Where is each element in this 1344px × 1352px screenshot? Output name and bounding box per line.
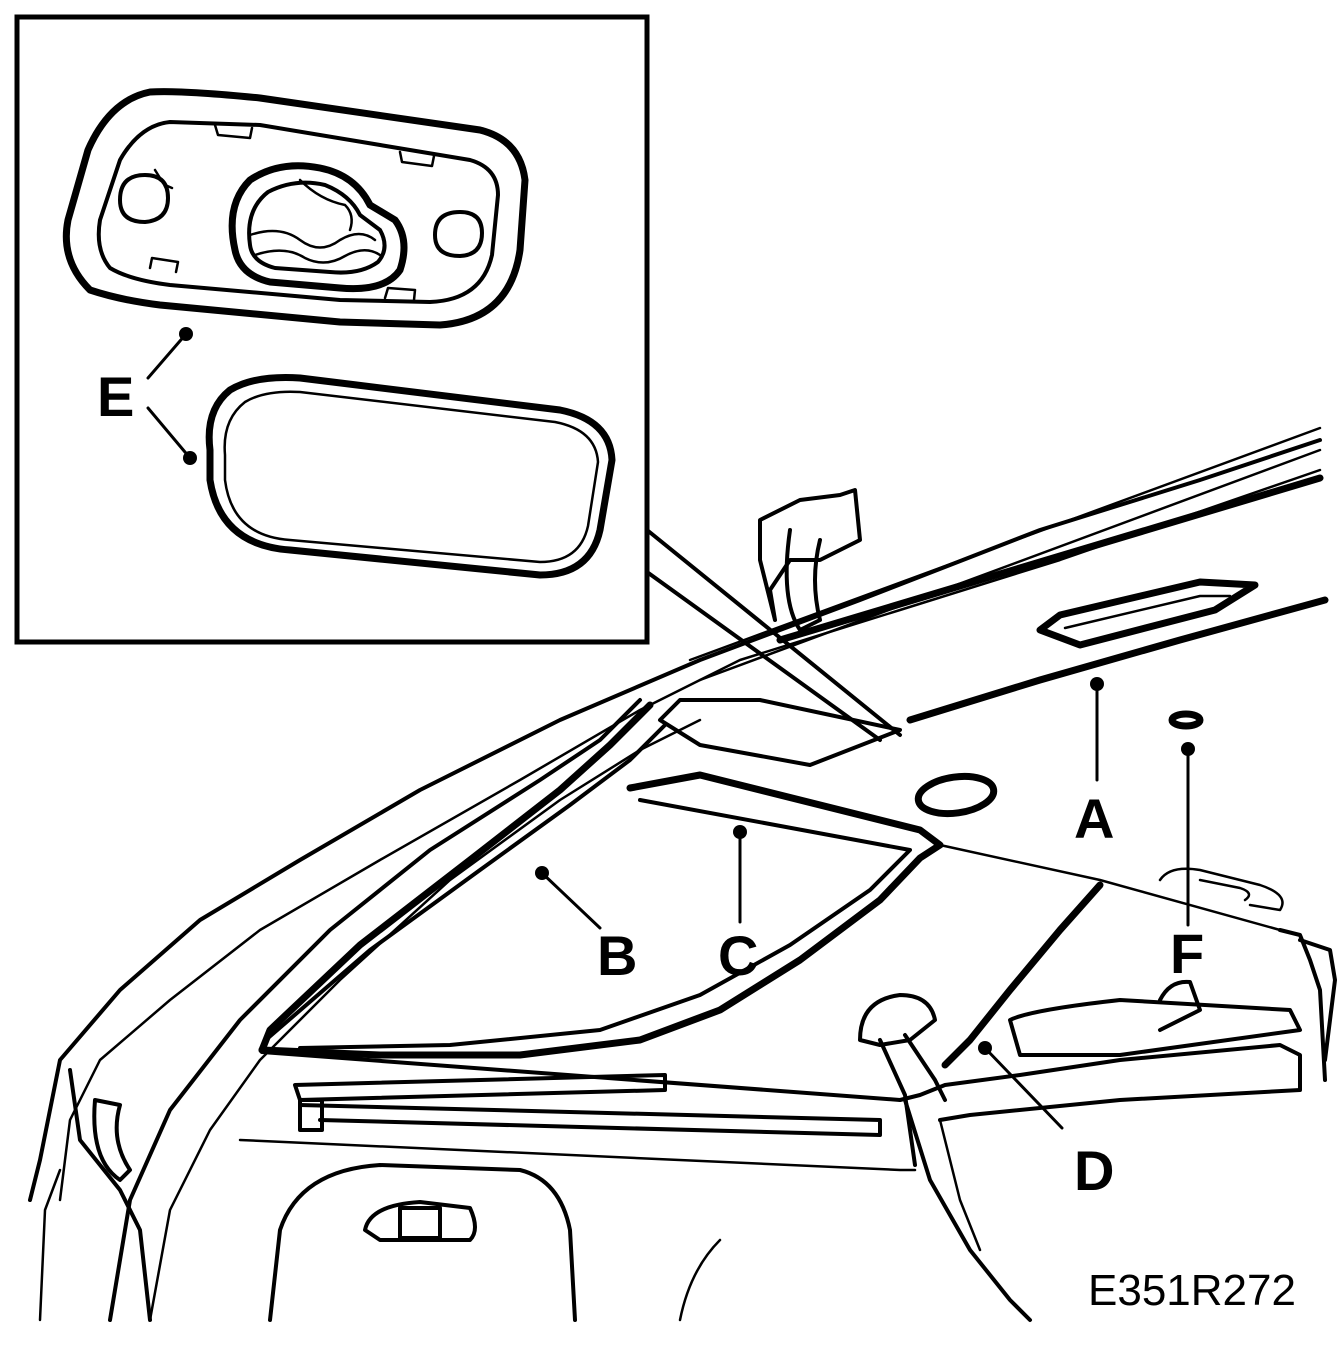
roof-slot-inner (1063, 594, 1232, 630)
rear-rail-bar (293, 1073, 667, 1102)
seat-handle (363, 1200, 477, 1242)
lamp-tab-top-left (213, 123, 254, 140)
leader-a-dot (1090, 677, 1104, 691)
callout-labels: E A F B C D (97, 365, 1204, 1202)
panel-d-edge (941, 881, 1104, 1069)
leader-e-upper-dot (179, 327, 193, 341)
inset-pointer (645, 528, 902, 742)
door-pillar-inner (938, 1118, 982, 1252)
roof-bracket-strap (784, 528, 822, 632)
leader-b (540, 871, 602, 930)
dome-lamp-opening (914, 772, 998, 818)
seat-handle-slot (398, 1206, 442, 1240)
screw-boss-left-rim (153, 168, 174, 190)
lamp-tab-bottom-right (383, 286, 417, 302)
clip-f (1168, 710, 1204, 730)
sun-visor-hinge (1158, 979, 1202, 1032)
lamp-tab-top-right (398, 150, 436, 168)
seat-back (268, 1163, 577, 1322)
sun-visor (1008, 998, 1302, 1057)
leader-d-dot (978, 1041, 992, 1055)
lamp-housing-inner (96, 120, 500, 304)
vehicle-interior-view (28, 426, 1337, 1322)
callout-f: F (1170, 922, 1204, 985)
bulb-socket-outer (228, 162, 408, 293)
leader-e-upper (146, 332, 188, 380)
lamp-housing-outer (62, 88, 529, 329)
roof-handle (1158, 867, 1284, 912)
door-frame (898, 1043, 1302, 1122)
bulb-wave-1 (248, 229, 377, 249)
visor-clip-left (858, 993, 937, 1047)
pointer-line-upper (645, 528, 902, 737)
callout-leaders (146, 327, 1195, 1130)
grab-handle (92, 1098, 132, 1182)
body-contour-inner (58, 468, 1322, 1202)
headliner-panel-outline (658, 698, 902, 767)
pointer-line-lower (645, 570, 882, 742)
visor-rod (878, 1033, 947, 1167)
headliner-front-edge (906, 596, 1329, 724)
side-contour (38, 1168, 62, 1322)
callout-b: B (597, 924, 637, 987)
rear-rail-rod (298, 1103, 882, 1137)
lamp-tab-bottom-left (148, 256, 180, 274)
bulb-wave-2 (253, 249, 382, 264)
panel-c-inner (298, 798, 912, 1050)
cargo-contour (678, 1238, 722, 1322)
callout-c: C (718, 924, 758, 987)
roof-bracket (758, 488, 862, 622)
a-pillar-edge (148, 718, 702, 1322)
reference-code: E351R272 (1088, 1266, 1296, 1315)
a-pillar-inner (108, 698, 642, 1322)
leader-f-dot (1181, 742, 1195, 756)
callout-d: D (1074, 1139, 1114, 1202)
rail-lower (238, 1138, 917, 1172)
screw-boss-right (433, 210, 484, 258)
leader-e-lower-dot (183, 451, 197, 465)
inset-detail (14, 14, 650, 645)
leader-c-dot (733, 825, 747, 839)
callout-a: A (1074, 787, 1114, 850)
rail-clip (298, 1098, 324, 1132)
a-pillar-outer (68, 1068, 152, 1322)
roof-seam (938, 843, 1282, 932)
roof-strip-3 (776, 474, 1324, 644)
roof-strip-2 (698, 448, 1322, 682)
screw-boss-left (118, 173, 170, 224)
lamp-lens-outer (205, 374, 616, 579)
lamp-lens-inner (223, 390, 600, 564)
callout-e: E (97, 365, 134, 428)
panel-b-inner (266, 723, 667, 1040)
leader-e-lower (146, 406, 192, 460)
right-trim (1298, 938, 1337, 1062)
roof-handle-inner (1198, 878, 1251, 902)
visor-clip-right (1278, 928, 1327, 1082)
inset-frame (14, 14, 650, 645)
bulb-socket-inner (247, 180, 387, 275)
leader-d (983, 1046, 1064, 1130)
panel-c-outer (258, 771, 944, 1059)
door-pillar (903, 1098, 1032, 1322)
panel-b-outer (258, 701, 654, 1054)
bulb-wave-3 (298, 178, 353, 232)
leader-b-dot (535, 866, 549, 880)
roof-slot (1036, 578, 1259, 649)
